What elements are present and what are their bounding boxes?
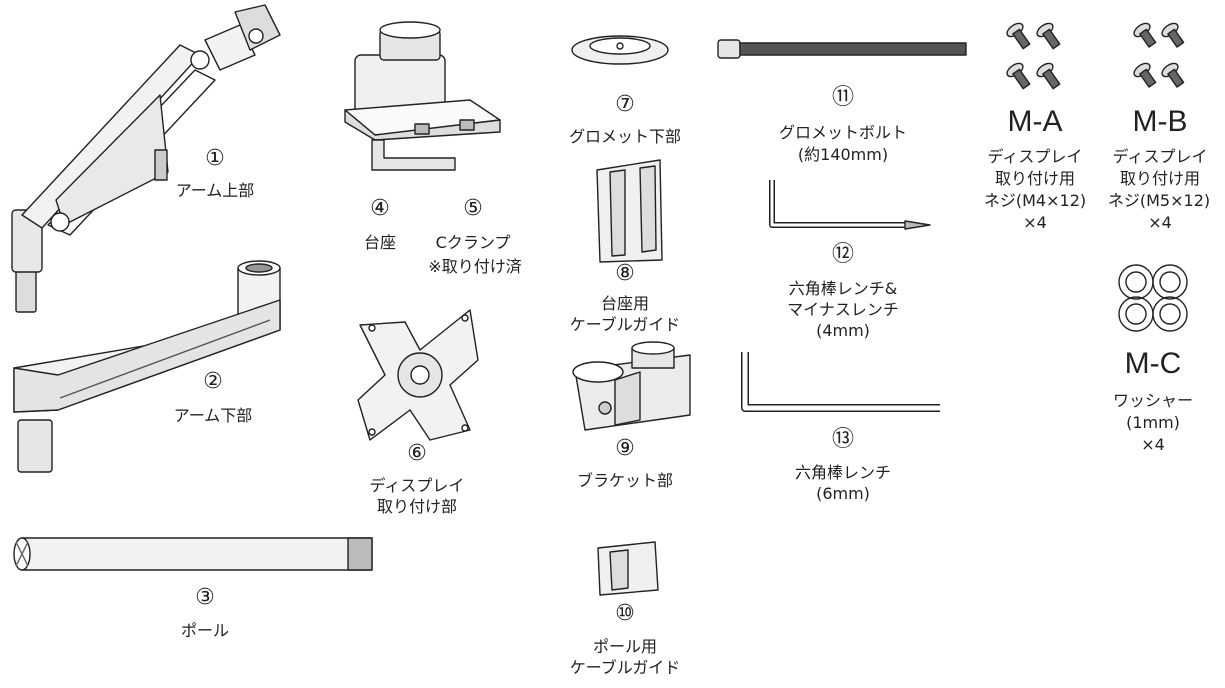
monitor-arm-lower-icon (14, 261, 280, 472)
part-number-hex-wrench: ⑬ (831, 427, 854, 452)
screw-m-b-line1: ディスプレイ (1112, 147, 1208, 166)
part-label-grommet-bolt-2: (約140mm) (797, 145, 889, 164)
part-note-c-clamp: ※取り付け済 (428, 257, 522, 276)
screw-m-b-qty: ×4 (1148, 213, 1172, 232)
base-clamp-icon (345, 22, 500, 170)
part-label-hex-wrench-1: 六角棒レンチ (794, 463, 891, 482)
part-label-display-mount-2: 取り付け部 (376, 497, 457, 516)
screw-m-a-qty: ×4 (1023, 213, 1047, 232)
bracket-icon (573, 342, 690, 430)
part-label-arm-lower: アーム下部 (173, 406, 253, 425)
washer-m-c-line1: ワッシャー (1112, 391, 1193, 410)
part-number-grommet-lower: ⑦ (615, 92, 635, 117)
part-number-hex-screwdriver: ⑫ (831, 242, 854, 267)
part-label-grommet-bolt-1: グロメットボルト (778, 123, 907, 142)
part-number-c-clamp: ⑤ (463, 196, 483, 221)
hex-key-icon (745, 352, 940, 408)
part-label-bracket: ブラケット部 (576, 471, 673, 490)
part-label-hex-screwdriver-1: 六角棒レンチ& (788, 279, 898, 298)
part-label-pole-cable-guide-1: ポール用 (592, 637, 657, 656)
part-label-base-cable-guide-1: 台座用 (600, 294, 649, 313)
part-label-pole-cable-guide-2: ケーブルガイド (569, 658, 681, 677)
part-label-grommet-lower: グロメット下部 (568, 127, 681, 146)
screw-code-m-b: M-B (1132, 105, 1188, 138)
bolt-icon (718, 40, 966, 58)
part-label-c-clamp: Cクランプ (435, 233, 511, 252)
part-label-base: 台座 (363, 233, 396, 252)
pole-icon (14, 538, 372, 570)
part-number-arm-upper: ① (205, 146, 225, 171)
washer-m-c-line2: (1mm) (1126, 413, 1180, 432)
vesa-plate-icon (358, 310, 478, 440)
cable-guide-icon (597, 160, 662, 262)
screw-m-b-line3: ネジ(M5×12) (1107, 191, 1211, 210)
part-number-base-cable-guide: ⑧ (615, 261, 635, 286)
cable-guide-icon (598, 542, 658, 595)
part-label-display-mount-1: ディスプレイ (369, 476, 465, 495)
washer-icon (1119, 265, 1187, 331)
screw-code-m-a: M-A (1007, 105, 1063, 138)
part-label-arm-upper: アーム上部 (175, 181, 255, 200)
screw-m-a-line1: ディスプレイ (987, 147, 1083, 166)
washer-code-m-c: M-C (1124, 347, 1182, 380)
screw-m-a-line3: ネジ(M4×12) (983, 191, 1087, 210)
screw-icon (1005, 21, 1064, 92)
part-label-hex-wrench-2: (6mm) (816, 484, 870, 503)
screw-m-a-line2: 取り付け用 (994, 169, 1075, 188)
part-number-grommet-bolt: ⑪ (831, 85, 854, 110)
monitor-arm-upper-icon (12, 5, 280, 312)
grommet-icon (572, 36, 668, 64)
part-number-base: ④ (370, 196, 390, 221)
part-number-pole: ③ (195, 585, 215, 610)
part-number-bracket: ⑨ (615, 436, 635, 461)
screw-icon (1132, 21, 1188, 90)
part-label-hex-screwdriver-3: (4mm) (816, 321, 870, 340)
washer-m-c-qty: ×4 (1141, 435, 1165, 454)
part-number-arm-lower: ② (203, 369, 223, 394)
part-label-base-cable-guide-2: ケーブルガイド (569, 315, 681, 334)
screw-m-b-line2: 取り付け用 (1119, 169, 1200, 188)
part-label-pole: ポール (180, 621, 229, 640)
part-label-hex-screwdriver-2: マイナスレンチ (787, 300, 899, 319)
hex-key-icon (772, 180, 930, 229)
part-number-display-mount: ⑥ (407, 441, 427, 466)
part-number-pole-cable-guide: ⑩ (615, 601, 635, 626)
